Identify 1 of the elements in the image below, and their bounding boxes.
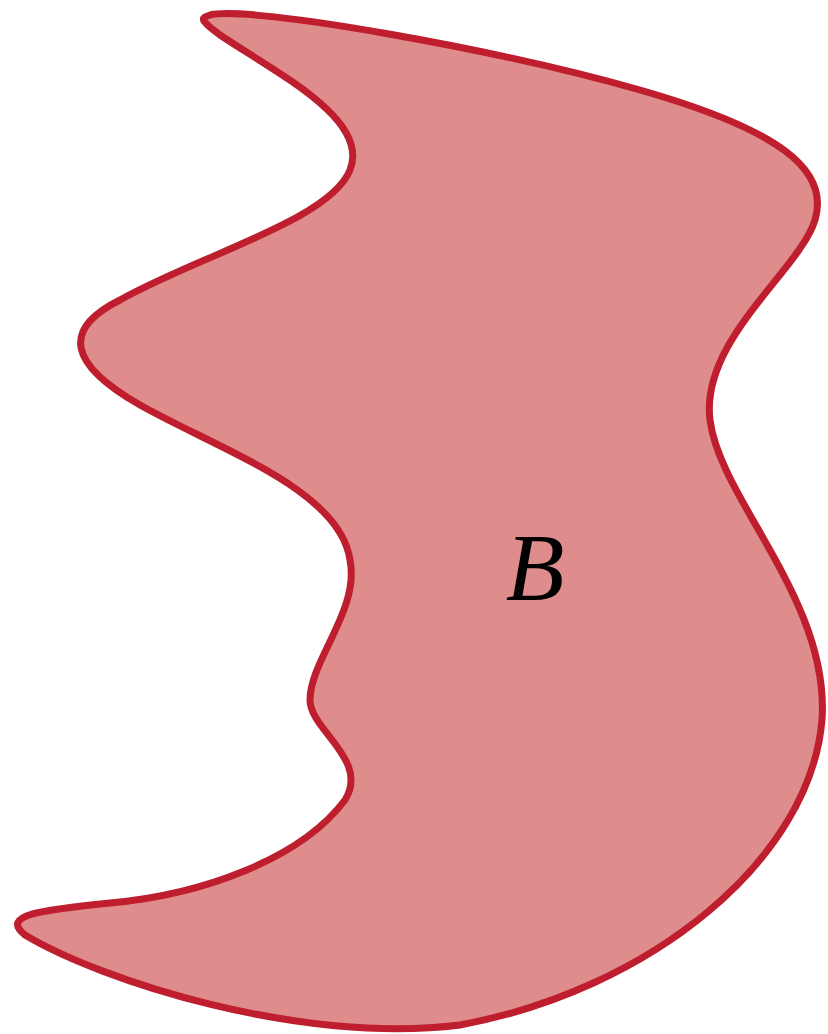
region-label: B	[505, 520, 565, 616]
